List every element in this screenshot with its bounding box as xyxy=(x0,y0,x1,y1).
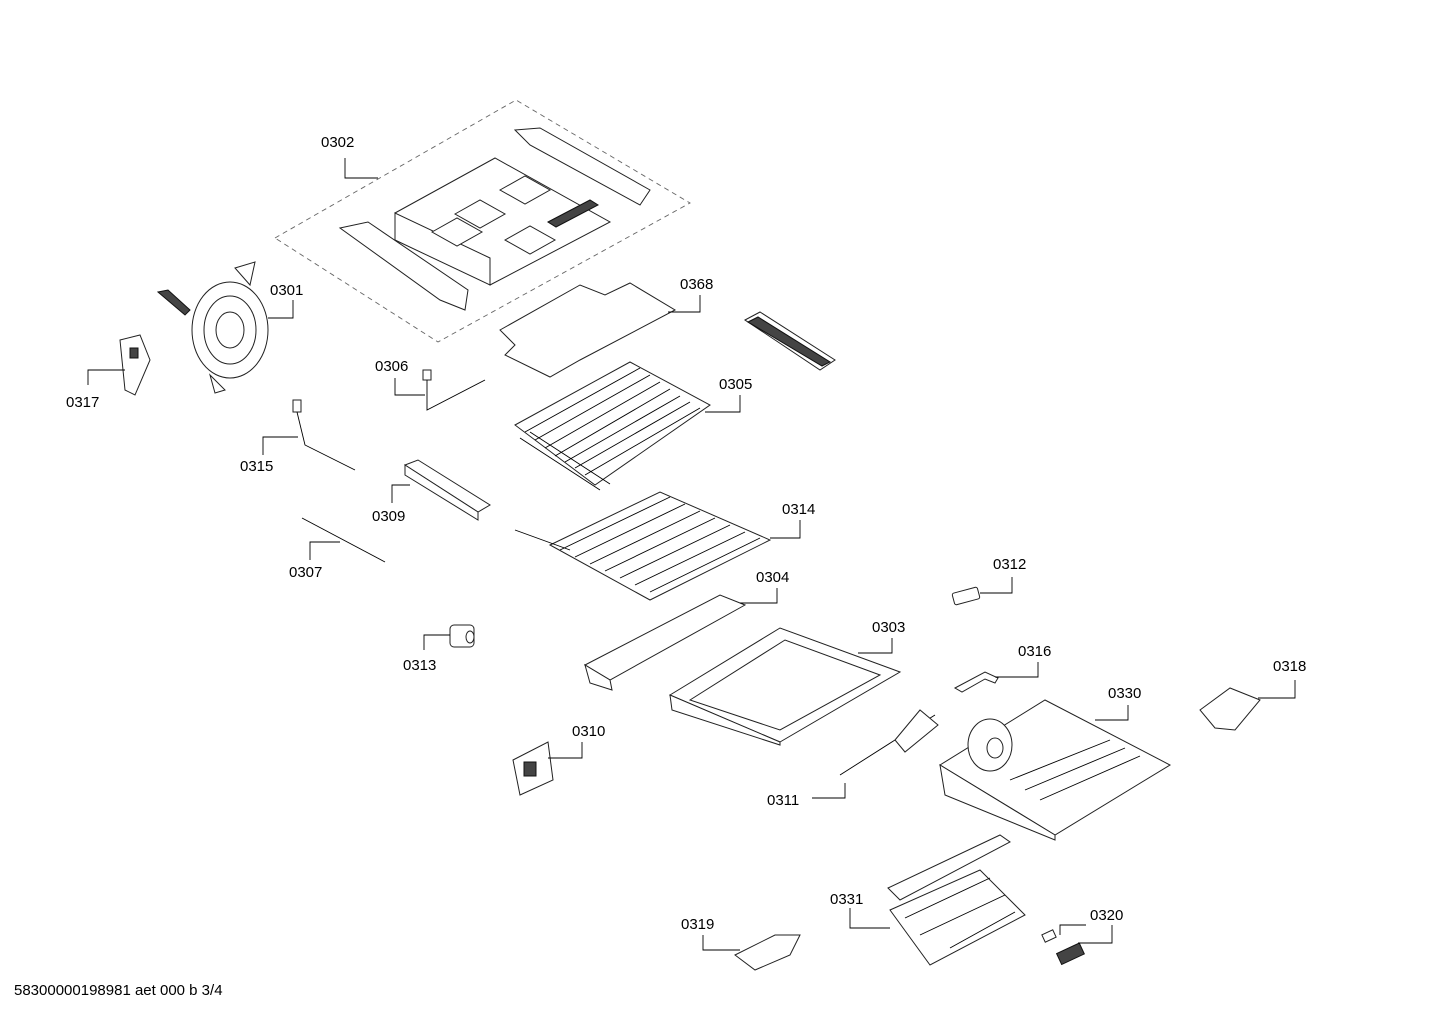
part-0314-defrost-heater xyxy=(514,491,772,601)
callout-0312: 0312 xyxy=(993,556,1026,573)
callout-0311: 0311 xyxy=(767,792,799,809)
part-0320-connector xyxy=(1041,929,1085,966)
part-vent-strip xyxy=(744,311,836,371)
callout-0306: 0306 xyxy=(375,358,408,375)
part-0318-duct xyxy=(1199,687,1261,731)
callout-0330: 0330 xyxy=(1108,685,1141,702)
part-0368-insulation-panel xyxy=(499,282,677,378)
callout-0307: 0307 xyxy=(289,564,322,581)
part-0316-clip xyxy=(953,671,999,693)
callout-0317: 0317 xyxy=(66,394,99,411)
part-0319-scoop xyxy=(734,934,801,971)
part-0303-tray xyxy=(668,627,902,746)
part-0309-mounting-bracket xyxy=(403,459,491,521)
callout-0331: 0331 xyxy=(830,891,863,908)
callout-0368: 0368 xyxy=(680,276,713,293)
part-0313-cap xyxy=(449,624,475,648)
part-0312-block xyxy=(951,586,981,606)
callout-0304: 0304 xyxy=(756,569,789,586)
assembly-group-outline xyxy=(274,99,691,343)
callout-0319: 0319 xyxy=(681,916,714,933)
callout-0310: 0310 xyxy=(572,723,605,740)
part-0306-sensor xyxy=(422,369,486,411)
part-0317-bracket xyxy=(119,334,151,396)
part-0304-rail xyxy=(583,594,747,691)
part-0310-holder xyxy=(512,741,554,796)
callout-0320: 0320 xyxy=(1090,907,1123,924)
callout-0313: 0313 xyxy=(403,657,436,674)
footer-document-code: 58300000198981 aet 000 b 3/4 xyxy=(14,982,223,999)
part-0330-base-tray xyxy=(939,699,1172,841)
callout-0314: 0314 xyxy=(782,501,815,518)
callout-0309: 0309 xyxy=(372,508,405,525)
part-0315-temperature-probe xyxy=(292,399,356,471)
part-0311-heater-wire xyxy=(839,709,939,776)
part-0331-channel xyxy=(887,834,1026,966)
part-0305-evaporator xyxy=(514,361,711,491)
part-0301-fan-housing xyxy=(156,261,269,394)
leader-lines xyxy=(87,158,1296,951)
callout-0301: 0301 xyxy=(270,282,303,299)
callout-0316: 0316 xyxy=(1018,643,1051,660)
callout-0315: 0315 xyxy=(240,458,273,475)
callout-0303: 0303 xyxy=(872,619,905,636)
callout-0305: 0305 xyxy=(719,376,752,393)
part-0302-cover-assembly xyxy=(338,127,651,311)
part-0307-holder-rod xyxy=(301,517,386,563)
callout-0318: 0318 xyxy=(1273,658,1306,675)
callout-0302: 0302 xyxy=(321,134,354,151)
